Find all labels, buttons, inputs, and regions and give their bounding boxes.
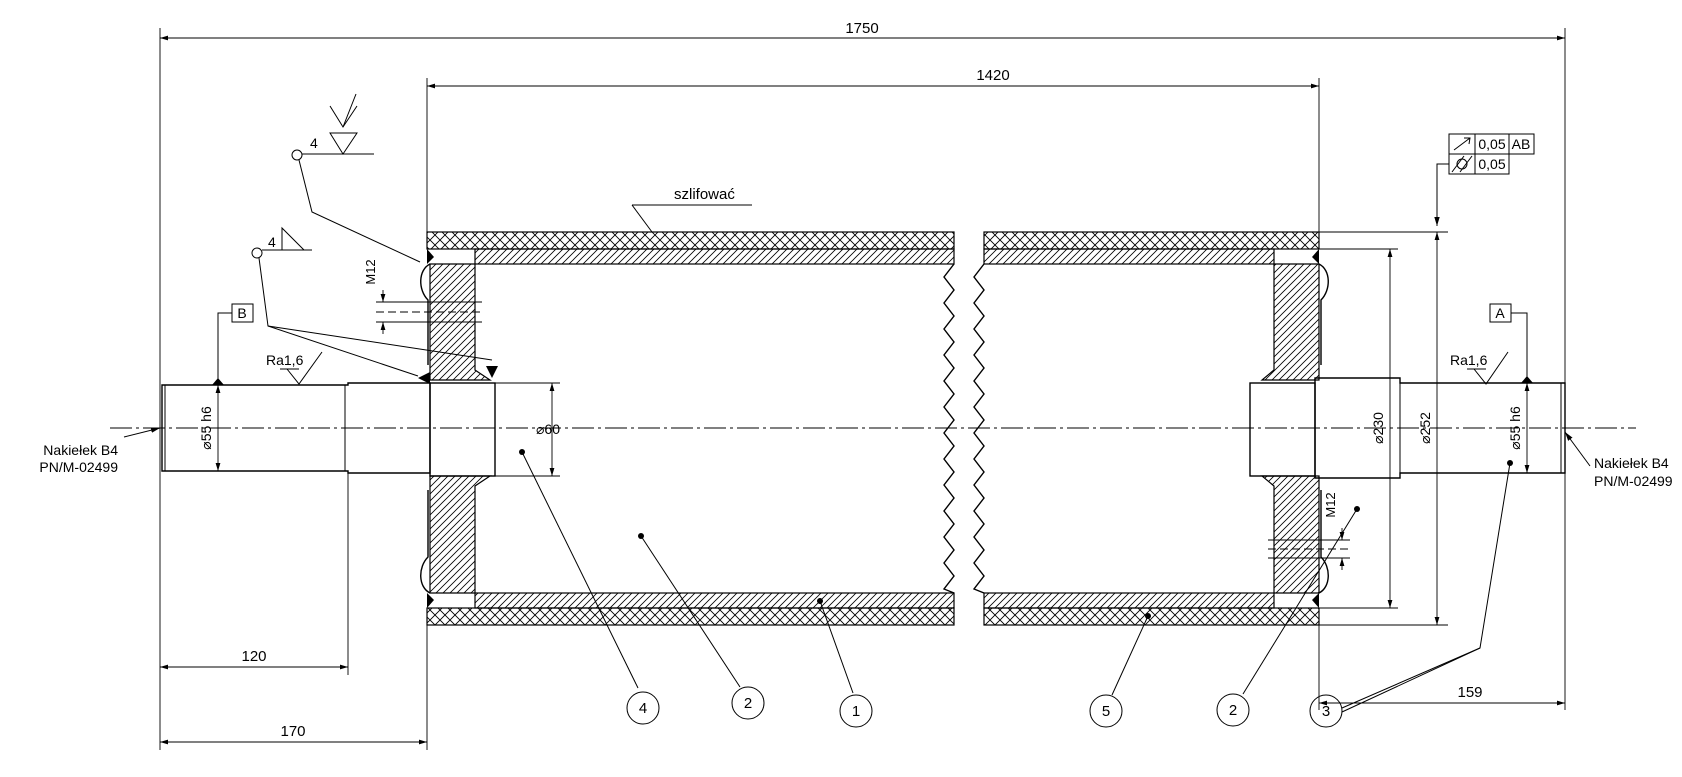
svg-text:2: 2: [1229, 702, 1237, 719]
dim-1420-label: 1420: [976, 67, 1009, 84]
svg-text:B: B: [237, 305, 246, 321]
dim-159-label: 159: [1457, 684, 1482, 701]
dim-120-label: 120: [241, 648, 266, 665]
dim-journal-diameter-left: ⌀55 h6: [198, 385, 221, 471]
svg-text:szlifować: szlifować: [674, 186, 735, 203]
svg-text:⌀55 h6: ⌀55 h6: [198, 406, 214, 450]
svg-text:⌀55 h6: ⌀55 h6: [1507, 406, 1523, 450]
balloon-part-1[interactable]: 1: [817, 598, 873, 728]
dim-1750-label: 1750: [845, 20, 878, 37]
weld-symbol-lower: 4: [251, 226, 493, 377]
dim-journal-diameter-right: ⌀55 h6: [1507, 383, 1530, 473]
dim-tube-length: 1420: [426, 67, 1320, 232]
balloon-part-4[interactable]: 4: [519, 449, 660, 725]
tube-shell-bottom: [426, 592, 1320, 626]
tube-shell-top: [426, 231, 1320, 265]
left-end-disc: [376, 263, 496, 594]
dim-170-label: 170: [280, 723, 305, 740]
thread-left: M12: [363, 259, 386, 334]
dim-right-journal: 159: [1318, 625, 1565, 710]
dim-outer-diameter: ⌀252: [1319, 231, 1448, 626]
dim-left-hub: 170: [160, 625, 428, 750]
svg-text:5: 5: [1102, 703, 1110, 720]
svg-text:0,05: 0,05: [1478, 136, 1505, 152]
svg-text:4: 4: [639, 700, 647, 717]
center-hole-note-left: Nakiełek B4 PN/M-02499: [39, 427, 161, 475]
svg-text:4: 4: [268, 234, 276, 250]
roughness-right: Ra1,6: [1450, 351, 1509, 385]
balloon-part-5[interactable]: 5: [1089, 613, 1151, 728]
svg-text:0,05: 0,05: [1478, 156, 1505, 172]
tolerance-frame: 0,05 AB 0,05: [1434, 133, 1535, 226]
runout-icon: [1453, 137, 1471, 151]
svg-text:Ra1,6: Ra1,6: [266, 352, 304, 368]
svg-text:M12: M12: [363, 259, 378, 284]
roughness-left: Ra1,6: [266, 351, 323, 385]
svg-text:⌀230: ⌀230: [1370, 412, 1386, 444]
svg-text:⌀252: ⌀252: [1417, 412, 1433, 444]
svg-text:3: 3: [1322, 703, 1330, 720]
right-end-disc: [1249, 263, 1350, 594]
dim-inner-diameter: ⌀230: [1319, 248, 1398, 609]
svg-text:2: 2: [744, 695, 752, 712]
svg-text:Ra1,6: Ra1,6: [1450, 352, 1488, 368]
svg-text:4: 4: [310, 135, 318, 151]
balloon-part-2-left[interactable]: 2: [638, 533, 765, 720]
balloon-part-2-right[interactable]: 2: [1216, 506, 1360, 727]
grind-note: szlifować: [631, 186, 752, 233]
svg-text:Nakiełek B4: Nakiełek B4: [1594, 455, 1669, 471]
svg-text:AB: AB: [1512, 136, 1531, 152]
svg-text:⌀60: ⌀60: [536, 421, 560, 437]
weld-symbol-top: 4: [291, 93, 421, 263]
break-line-left: [942, 263, 955, 594]
svg-text:Nakiełek B4: Nakiełek B4: [43, 442, 118, 458]
dim-overall-length: 1750: [159, 20, 1566, 750]
svg-text:1: 1: [852, 703, 860, 720]
svg-text:PN/M-02499: PN/M-02499: [1594, 473, 1673, 489]
svg-text:M12: M12: [1323, 492, 1338, 517]
svg-text:A: A: [1495, 305, 1505, 321]
break-line-right: [972, 263, 985, 594]
datum-b: B: [212, 303, 254, 385]
dim-bore-diameter: ⌀60: [495, 382, 560, 477]
thread-right: M12: [1323, 492, 1345, 570]
datum-a: A: [1489, 303, 1533, 383]
svg-text:PN/M-02499: PN/M-02499: [39, 459, 118, 475]
center-hole-note-right: Nakiełek B4 PN/M-02499: [1564, 431, 1673, 489]
dim-left-step: 120: [160, 473, 349, 675]
weld-marks: [418, 249, 1319, 608]
cylindricity-icon: [1451, 155, 1473, 173]
balloon-part-3[interactable]: 3: [1309, 460, 1513, 728]
